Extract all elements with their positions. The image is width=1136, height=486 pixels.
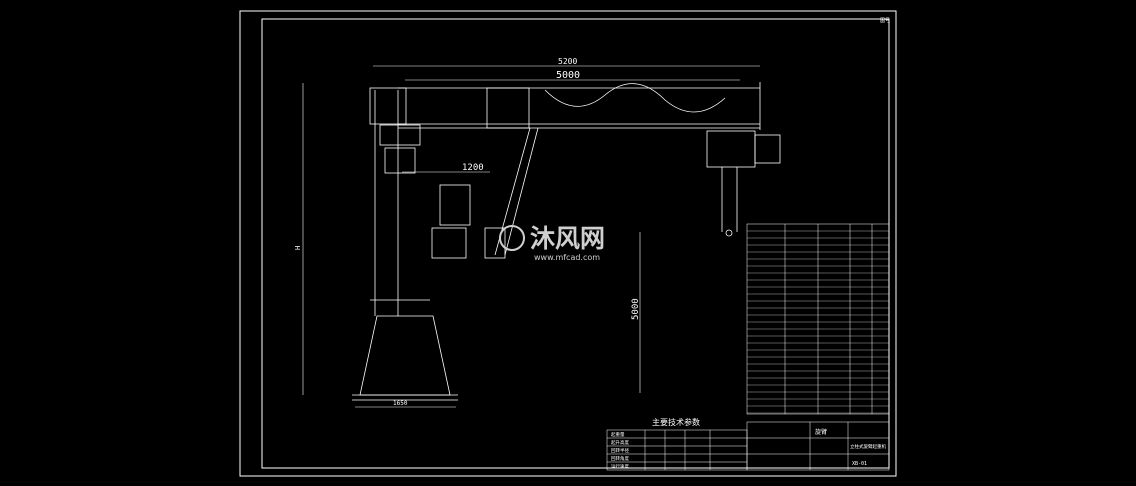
title-block	[746, 421, 890, 471]
title-block-name: 立柱式旋臂起重机	[850, 443, 886, 450]
watermark-logo-icon	[499, 225, 525, 251]
dim-arm-offset: 1200	[462, 163, 484, 173]
tech-params-table	[606, 429, 748, 471]
dim-jib-span: 5000	[556, 70, 580, 81]
tech-label-4: 运行速度	[611, 463, 629, 470]
tech-table-title: 主要技术参数	[652, 417, 700, 427]
dim-total-height: H	[294, 246, 302, 250]
outer-frame	[239, 10, 897, 477]
tech-label-2: 回转半径	[611, 447, 629, 454]
watermark-brand: 沐风网	[530, 224, 605, 253]
dimension-lines	[302, 65, 760, 408]
dim-lift-height: 5000	[631, 298, 641, 320]
parts-list-table	[746, 223, 890, 415]
tech-label-1: 起升高度	[611, 439, 629, 446]
tech-label-0: 起重量	[611, 431, 625, 438]
title-block-number: XB-01	[852, 461, 867, 467]
frame-corner-mark: 图号	[880, 18, 890, 24]
title-block-label: 旋臂	[815, 428, 827, 436]
watermark-url: www.mfcad.com	[534, 253, 600, 262]
dim-base-width: 1650	[393, 400, 408, 407]
dim-top-span: 5200	[558, 57, 577, 66]
watermark: 沐风网 www.mfcad.com	[499, 224, 605, 262]
crane-drawing	[352, 82, 781, 401]
tech-label-3: 回转角度	[611, 455, 629, 462]
